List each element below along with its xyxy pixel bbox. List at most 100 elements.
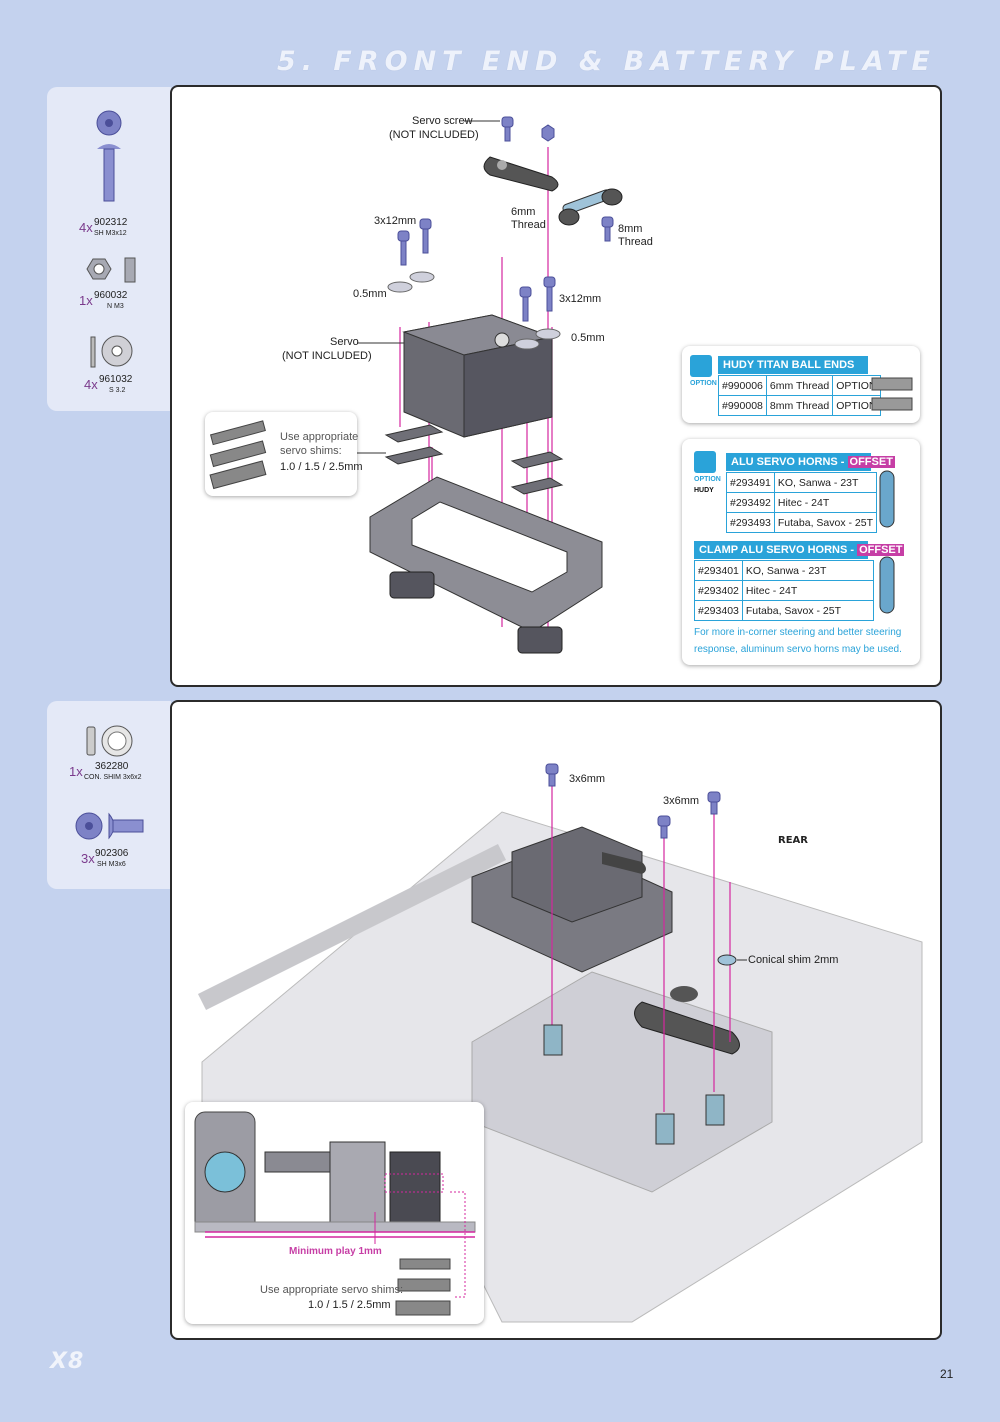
page-number: 21	[940, 1367, 954, 1381]
option-note: For more in-corner steering and better s…	[694, 627, 902, 638]
part-qty: 1x	[69, 764, 83, 779]
option-header: HUDY TITAN BALL ENDS	[718, 356, 868, 374]
shim-plates-icon	[384, 424, 564, 495]
x8-logo: X8	[50, 1349, 85, 1374]
label-conical-shim: Conical shim 2mm	[748, 954, 839, 966]
option-code: #293493	[726, 512, 775, 533]
part-desc: CON. SHIM 3x6x2	[84, 774, 142, 781]
label-3x6mm: 3x6mm	[663, 795, 700, 807]
belt-icon	[197, 843, 507, 1011]
label-not-included: (NOT INCLUDED)	[282, 350, 372, 362]
option-desc: Futaba, Savox - 25T	[741, 600, 874, 621]
parts-illustrations-bottom	[75, 725, 144, 840]
callout-lines	[354, 120, 500, 454]
part-qty: 3x	[81, 851, 95, 866]
page-title: 5. FRONT END & BATTERY PLATE	[276, 46, 936, 77]
servo-body-icon	[402, 314, 554, 438]
shims-sizes: 1.0 / 1.5 / 2.5mm	[280, 461, 363, 473]
option-desc: Hitec - 24T	[741, 580, 874, 601]
conical-shim-icon	[86, 725, 133, 757]
option-header: CLAMP ALU SERVO HORNS - OFFSET	[694, 541, 905, 559]
ball-end-parts-icon	[871, 377, 913, 411]
label-3x12mm: 3x12mm	[559, 293, 602, 305]
option-desc: 6mm Thread	[765, 375, 834, 396]
screws-icon	[397, 116, 614, 322]
option-code: #293491	[726, 472, 775, 493]
servo-shims-icon	[209, 420, 267, 490]
option-desc: Futaba, Savox - 25T	[773, 512, 878, 533]
part-number: 362280	[95, 761, 129, 772]
steering-arm-icon	[634, 986, 740, 1055]
nut-m3-icon	[86, 257, 136, 283]
mount-posts-icon	[389, 571, 563, 654]
part-desc: SH M3x6	[97, 861, 126, 868]
part-number: 961032	[99, 374, 133, 385]
label-3x12mm: 3x12mm	[374, 215, 417, 227]
label-8mm-thread: 8mm	[618, 223, 643, 235]
label-0-5mm: 0.5mm	[353, 288, 387, 300]
label-8mm-thread: Thread	[618, 236, 653, 248]
option-code: #293492	[726, 492, 775, 513]
screw-sh-m3x6-icon	[75, 812, 144, 840]
label-rear: REAR	[778, 835, 808, 846]
carbon-mount-plate-icon	[369, 476, 603, 633]
part-qty: 4x	[79, 220, 93, 235]
option-desc: KO, Sanwa - 23T	[773, 472, 878, 493]
servo-horn-parts-icon	[879, 470, 895, 614]
shims-icon	[387, 271, 561, 350]
thumbs-up-icon	[690, 355, 712, 377]
detail-inset: Minimum play 1mm Use appropriate servo s…	[185, 1102, 484, 1324]
servo-shims-callout: Use appropriate servo shims: 1.0 / 1.5 /…	[205, 412, 363, 496]
option-code: #990006	[718, 375, 767, 396]
label-minimum-play: Minimum play 1mm	[289, 1246, 382, 1257]
parts-illustrations-top	[86, 110, 136, 368]
part-number: 902306	[95, 848, 129, 859]
label-0-5mm: 0.5mm	[571, 332, 605, 344]
shims-text: Use appropriate servo shims:	[260, 1284, 404, 1296]
option-desc: KO, Sanwa - 23T	[741, 560, 874, 581]
parts-list-top: 4x 902312 SH M3x12 1x 960032 N M3 4x 961…	[47, 87, 171, 411]
conical-shim-icon	[717, 954, 737, 966]
screws-icon	[545, 763, 721, 839]
servo-assembly-icon	[471, 826, 673, 973]
label-6mm-thread: Thread	[511, 219, 546, 231]
part-qty: 4x	[84, 377, 98, 392]
part-number: 902312	[94, 217, 128, 228]
option-desc: Hitec - 24T	[773, 492, 878, 513]
part-qty: 1x	[79, 293, 93, 308]
option-header: ALU SERVO HORNS - OFFSET	[726, 453, 895, 471]
option-code: #293401	[694, 560, 743, 581]
label-not-included: (NOT INCLUDED)	[389, 129, 479, 141]
option-code: #990008	[718, 395, 767, 416]
part-number: 960032	[94, 290, 128, 301]
servo-exploded-diagram	[354, 116, 623, 654]
thumbs-up-icon	[694, 451, 716, 473]
shims-text: Use appropriate	[280, 431, 359, 443]
ball-end-link-icon	[558, 188, 623, 226]
servo-horn-icon	[483, 156, 559, 192]
label-6mm-thread: 6mm	[511, 206, 536, 218]
step-panel-chassis-install: 3x6mm 3x6mm REAR Conical shim 2mm Minimu…	[170, 700, 942, 1340]
option-box-servo-horns: OPTION HUDY ALU SERVO HORNS - OFFSET #29…	[682, 439, 920, 665]
label-servo: Servo	[330, 336, 359, 348]
option-label: OPTION	[690, 380, 717, 387]
option-code: #293402	[694, 580, 743, 601]
shims-sizes: 1.0 / 1.5 / 2.5mm	[308, 1299, 391, 1311]
shims-text: servo shims:	[280, 445, 342, 457]
part-desc: S 3.2	[109, 387, 126, 394]
shim-s32-icon	[90, 335, 133, 368]
part-desc: N M3	[107, 303, 124, 310]
label-3x6mm: 3x6mm	[569, 773, 606, 785]
option-code: #293403	[694, 600, 743, 621]
posts-icon	[543, 1024, 725, 1145]
parts-list-bottom: 1x 362280 CON. SHIM 3x6x2 3x 902306 SH M…	[47, 701, 171, 889]
